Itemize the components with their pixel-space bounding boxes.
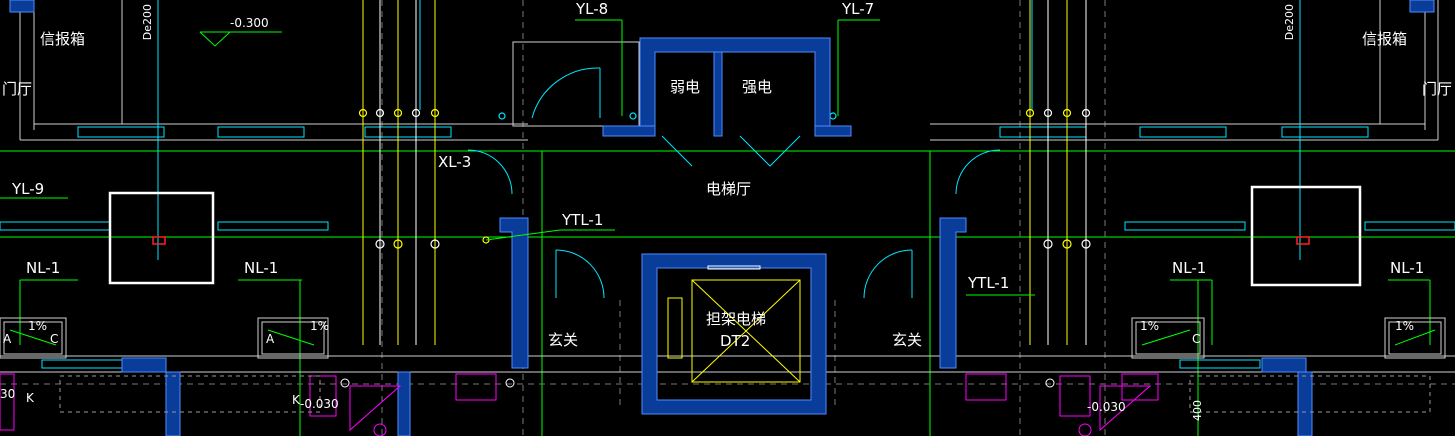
pipes <box>157 0 1301 345</box>
label-a-left: A <box>3 332 12 346</box>
floor-drains <box>0 317 1446 436</box>
leader-lines <box>0 19 1431 345</box>
label-ytl1-left: YTL-1 <box>562 211 604 229</box>
core-walls <box>9 0 1435 436</box>
label-a-mid: A <box>266 332 275 346</box>
label-c-right: C <box>1192 332 1201 346</box>
label-weak-power: 弱电 <box>670 78 701 96</box>
label-mailbox-right: 信报箱 <box>1362 30 1408 48</box>
pipe-markers <box>358 108 1091 249</box>
label-elev-top: -0.300 <box>230 16 269 30</box>
label-yl7: YL-7 <box>842 0 875 18</box>
label-mailbox-left: 信报箱 <box>40 30 86 48</box>
label-nl1-d: NL-1 <box>1390 259 1425 277</box>
label-de200-right: De200 <box>1283 4 1296 41</box>
label-nl1-b: NL-1 <box>244 259 279 277</box>
inspection-frames <box>108 185 1362 287</box>
label-pct-d: 1% <box>1395 319 1415 333</box>
label-edge-400: 400 <box>1191 400 1204 421</box>
label-strong-power: 强电 <box>742 78 773 96</box>
label-vestibule-right: 玄关 <box>892 331 923 349</box>
label-xl3: XL-3 <box>438 153 472 171</box>
label-yl8: YL-8 <box>576 0 609 18</box>
label-nl1-c: NL-1 <box>1172 259 1207 277</box>
windows <box>0 126 1455 369</box>
doors <box>467 67 1001 299</box>
label-yl9: YL-9 <box>12 180 45 198</box>
label-edge-30: 30 <box>0 387 16 401</box>
label-pct-a: 1% <box>28 319 48 333</box>
label-dt2: DT2 <box>720 332 751 350</box>
label-lobby-right: 门厅 <box>1422 80 1453 98</box>
upper-walls <box>0 0 1455 373</box>
label-k-right: K <box>292 393 300 407</box>
label-k-left: K <box>26 391 34 405</box>
label-nl1-a: NL-1 <box>26 259 61 277</box>
label-c-left: C <box>50 332 59 346</box>
label-elev-bl: -0.030 <box>300 397 339 411</box>
label-de200-left: De200 <box>141 4 154 41</box>
label-pct-b: 1% <box>310 319 330 333</box>
label-elev-br: -0.030 <box>1087 400 1126 414</box>
label-elevator-hall: 电梯厅 <box>706 180 752 198</box>
label-lobby-left: 门厅 <box>2 80 33 98</box>
label-ytl1-right: YTL-1 <box>968 274 1010 292</box>
elevator-shaft <box>667 265 801 383</box>
label-stretcher-elevator: 担架电梯 <box>706 310 767 328</box>
label-pct-c: 1% <box>1140 319 1160 333</box>
label-vestibule-left: 玄关 <box>548 331 579 349</box>
